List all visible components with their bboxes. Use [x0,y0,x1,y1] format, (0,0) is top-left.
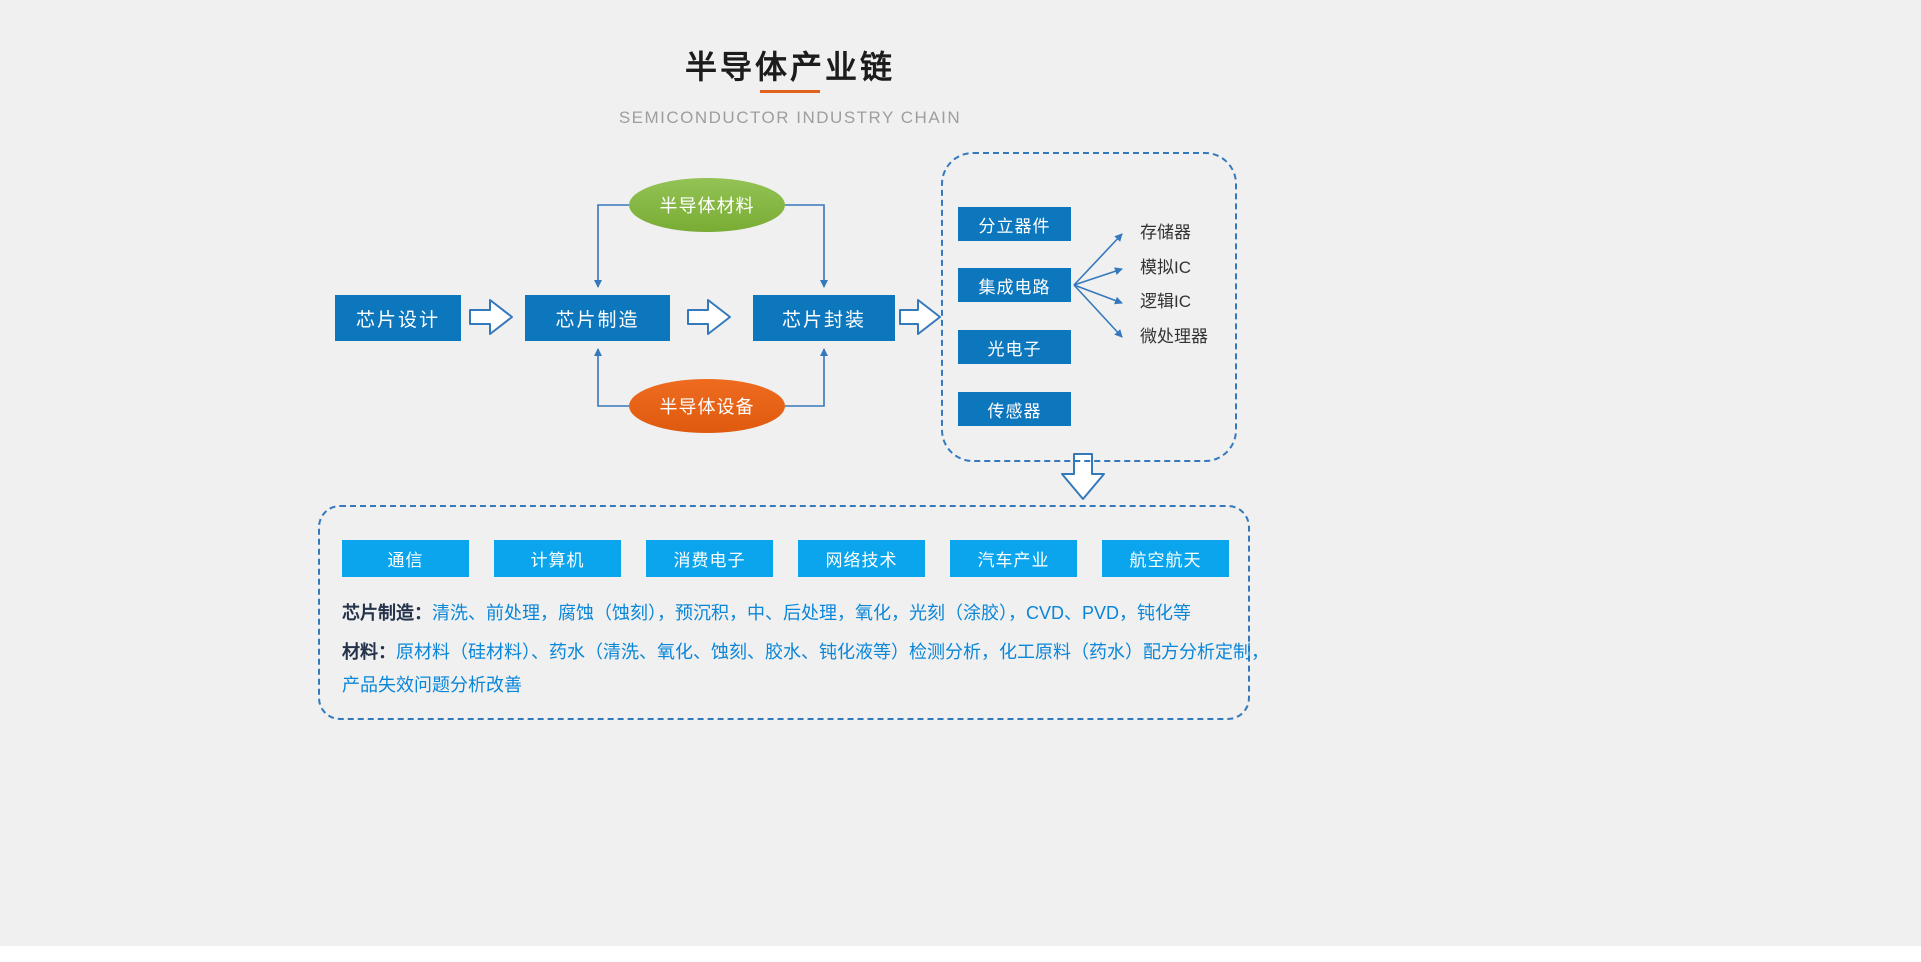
applications-group-box [318,505,1250,720]
flow-step-chip-design: 芯片设计 [335,295,461,341]
connector-equipment-to-manufacturing-line [594,348,629,407]
note-text: 清洗、前处理，腐蚀（蚀刻），预沉积，中、后处理，氧化，光刻（涂胶），CVD、PV… [432,603,1192,623]
title-underline [760,90,820,93]
product-optoelectronics: 光电子 [958,330,1071,364]
flow-step-chip-manufacturing: 芯片制造 [525,295,670,341]
page-title: 半导体产业链 [684,49,896,85]
application-computer: 计算机 [494,540,621,577]
ic-type-analog-ic: 模拟IC [1140,258,1191,277]
note-line-manufacturing: 芯片制造：清洗、前处理，腐蚀（蚀刻），预沉积，中、后处理，氧化，光刻（涂胶），C… [342,600,1191,626]
note-line-continuation: 产品失效问题分析改善 [342,672,522,698]
page-bottom-strip [0,946,1921,962]
application-aerospace: 航空航天 [1102,540,1229,577]
application-automotive: 汽车产业 [950,540,1077,577]
product-integrated-circuits: 集成电路 [958,268,1071,302]
application-communication: 通信 [342,540,469,577]
products-group-box [941,152,1237,462]
application-consumer-electronics: 消费电子 [646,540,773,577]
note-label: 芯片制造： [342,603,432,623]
connector-materials-to-packaging-line [785,204,828,288]
application-network-technology: 网络技术 [798,540,925,577]
flow-arrow-icon [687,299,731,335]
semiconductor-materials-ellipse: 半导体材料 [629,178,785,232]
flow-arrow-icon [469,299,513,335]
product-discrete-devices: 分立器件 [958,207,1071,241]
note-text: 产品失效问题分析改善 [342,675,522,695]
ic-type-microprocessor: 微处理器 [1140,327,1208,346]
note-label: 材料： [342,642,396,662]
page-subtitle: SEMICONDUCTOR INDUSTRY CHAIN [618,108,962,127]
note-text: 原材料（硅材料）、药水（清洗、氧化、蚀刻、胶水、钝化液等）检测分析，化工原料（药… [396,642,1269,662]
ic-type-memory: 存储器 [1140,223,1191,242]
ic-type-logic-ic: 逻辑IC [1140,292,1191,311]
flow-arrow-icon [899,299,941,335]
product-sensors: 传感器 [958,392,1071,426]
flow-step-chip-packaging: 芯片封装 [753,295,895,341]
connector-materials-to-manufacturing-line [594,204,629,288]
connector-equipment-to-packaging-line [785,348,828,407]
note-line-materials: 材料：原材料（硅材料）、药水（清洗、氧化、蚀刻、胶水、钝化液等）检测分析，化工原… [342,639,1269,665]
semiconductor-equipment-ellipse: 半导体设备 [629,379,785,433]
